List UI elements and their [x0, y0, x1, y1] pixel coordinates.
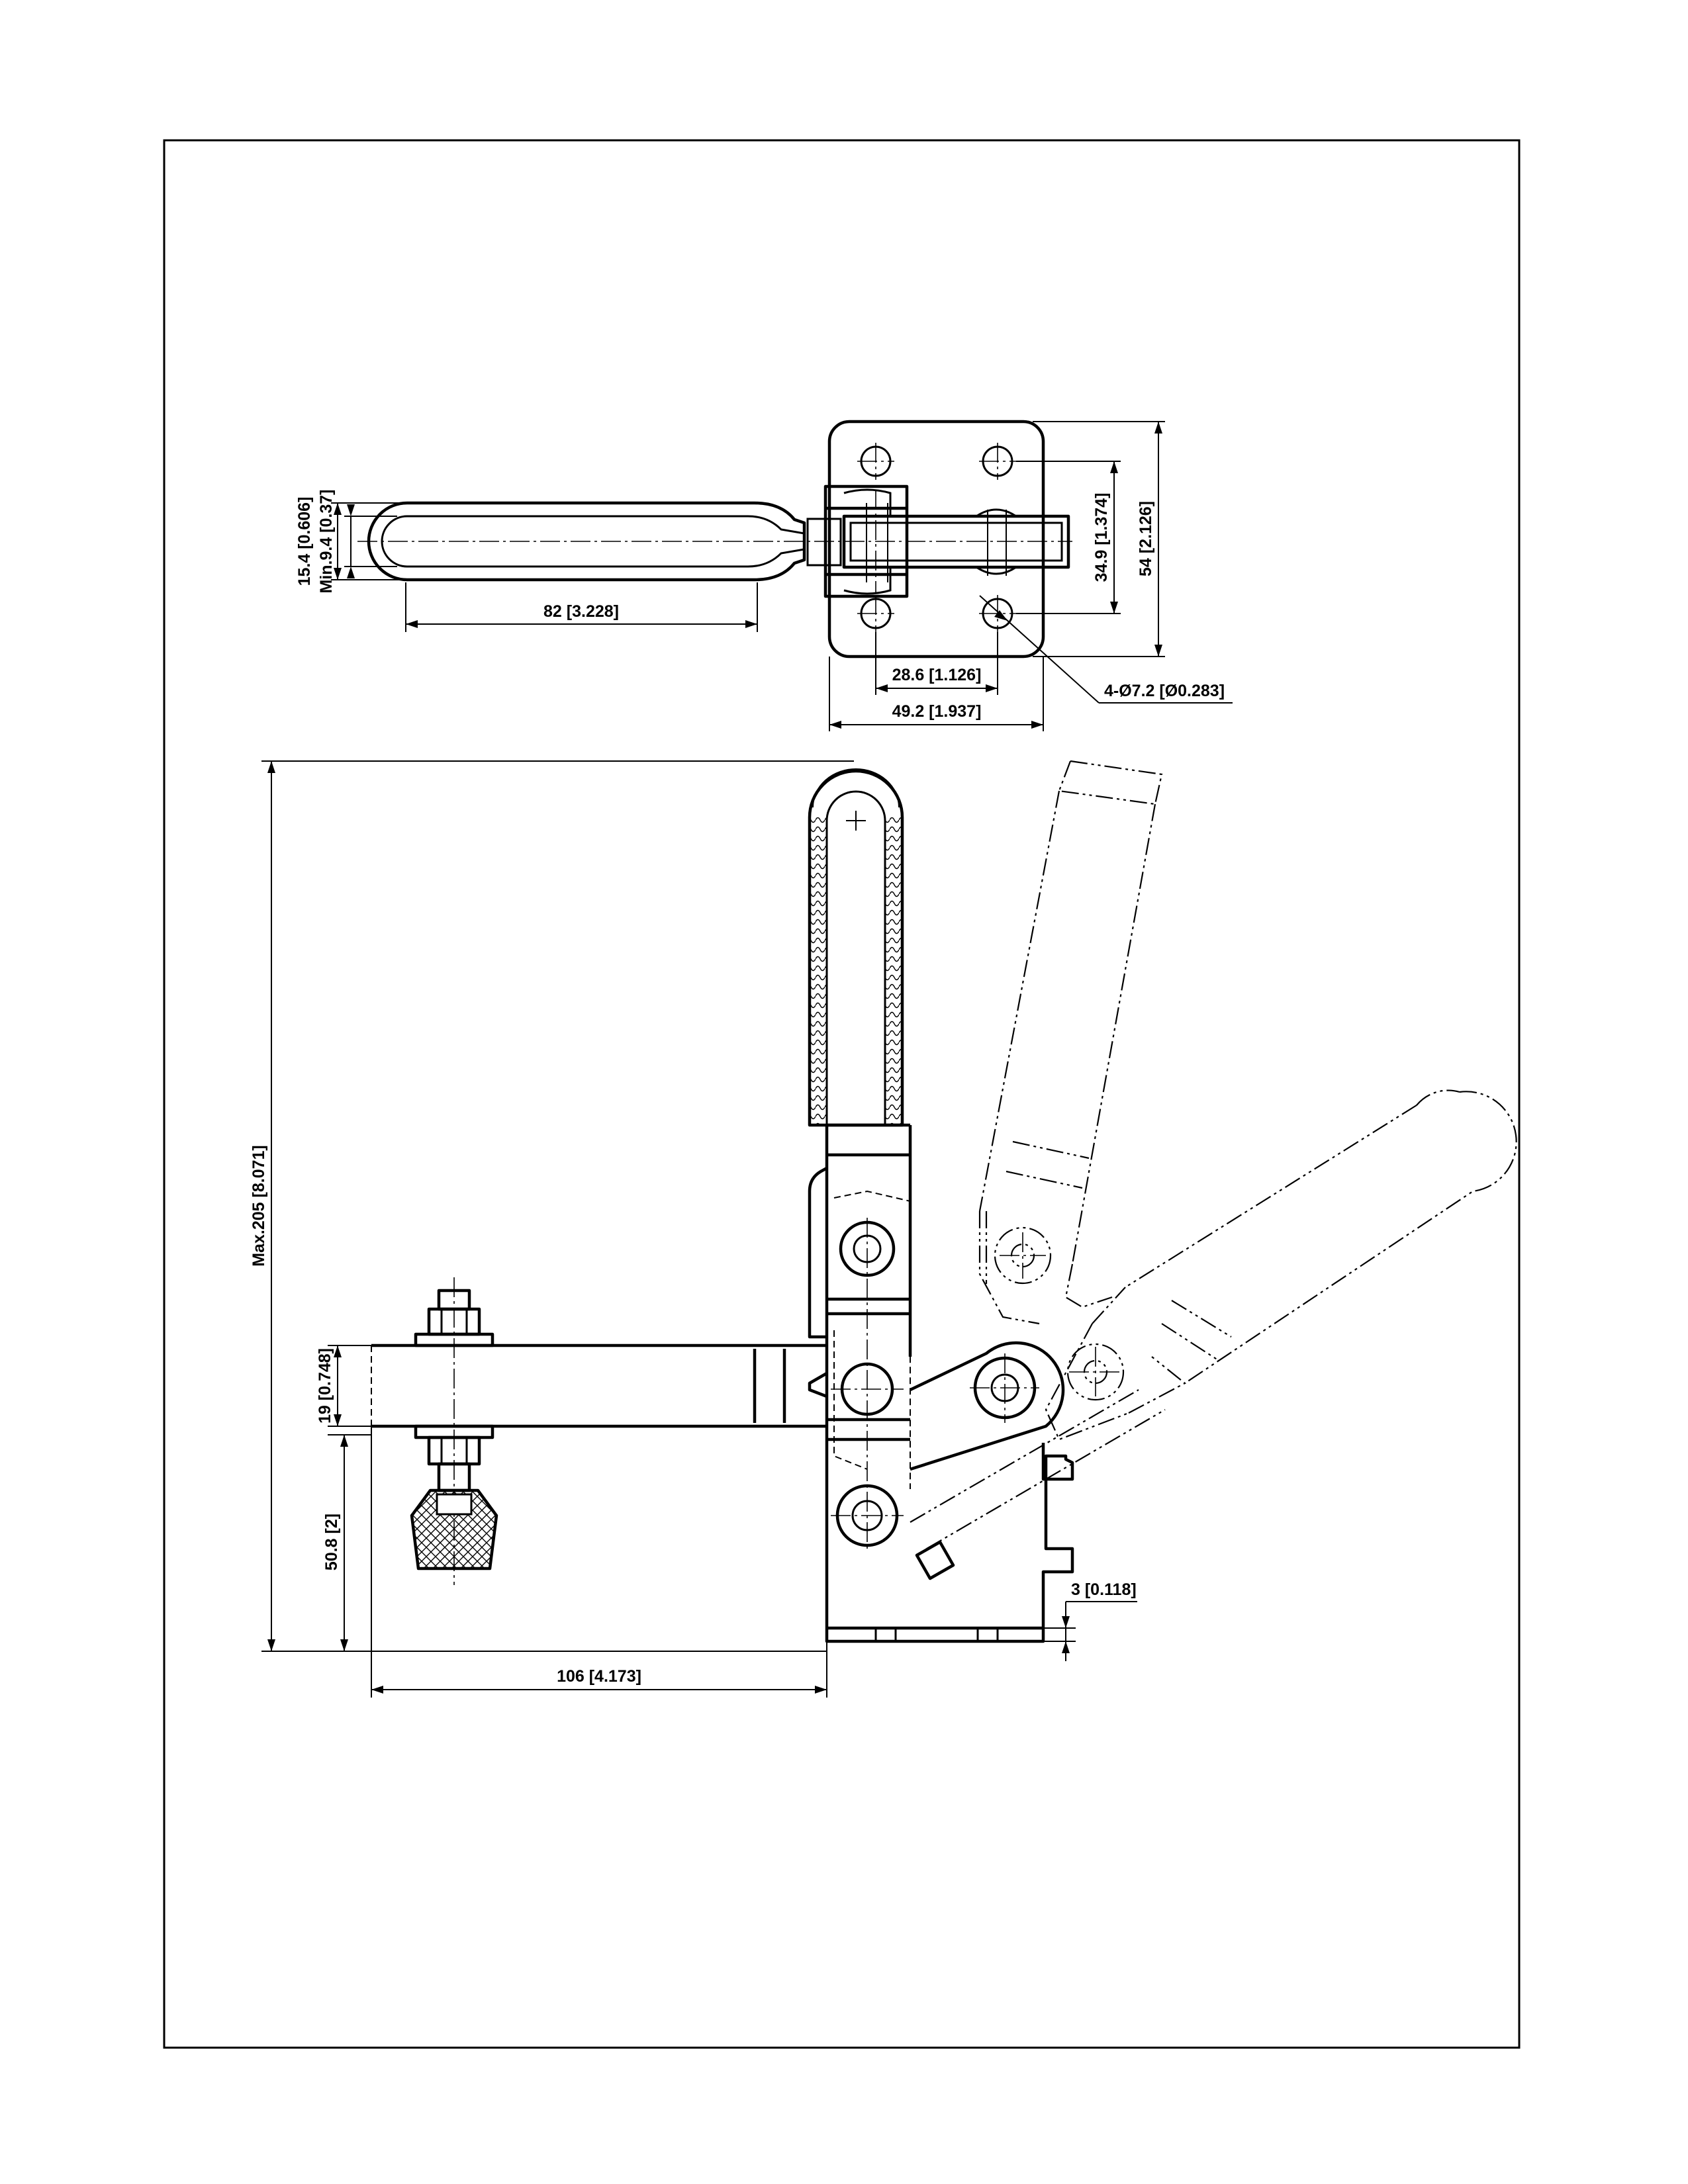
dim-base-thickness: 3 [0.118] — [1071, 1580, 1137, 1599]
dim-arm-height: 50.8 [2] — [322, 1514, 341, 1570]
dim-plate-height: 54 [2.126] — [1137, 501, 1155, 576]
dim-arm-thickness: 19 [0.748] — [316, 1348, 334, 1424]
dim-handle-min-width: Min.9.4 [0.37] — [317, 490, 336, 594]
dim-max-height: Max.205 [8.071] — [250, 1145, 268, 1266]
side-view — [371, 760, 1517, 1643]
phantom-handle-angled — [910, 1089, 1517, 1549]
dim-mounting-holes: 4-Ø7.2 [Ø0.283] — [1104, 682, 1225, 700]
dim-handle-width: 15.4 [0.606] — [295, 497, 314, 586]
dim-handle-length: 82 [3.228] — [543, 602, 619, 621]
bolt-holes — [857, 443, 1016, 632]
phantom-handle-upright — [978, 760, 1163, 1325]
dim-hole-spacing-vertical: 34.9 [1.374] — [1092, 493, 1111, 582]
dim-arm-reach: 106 [4.173] — [557, 1667, 641, 1686]
drawing-border — [163, 139, 1521, 2049]
side-view-dimensions: Max.205 [8.071] 19 [0.748] 50.8 [2] 106 … — [250, 760, 1137, 1698]
dim-hole-spacing-horizontal: 28.6 [1.126] — [892, 666, 982, 684]
top-view: 15.4 [0.606] Min.9.4 [0.37] 82 [3.228] 3… — [295, 420, 1233, 731]
dim-plate-width: 49.2 [1.937] — [892, 702, 982, 721]
